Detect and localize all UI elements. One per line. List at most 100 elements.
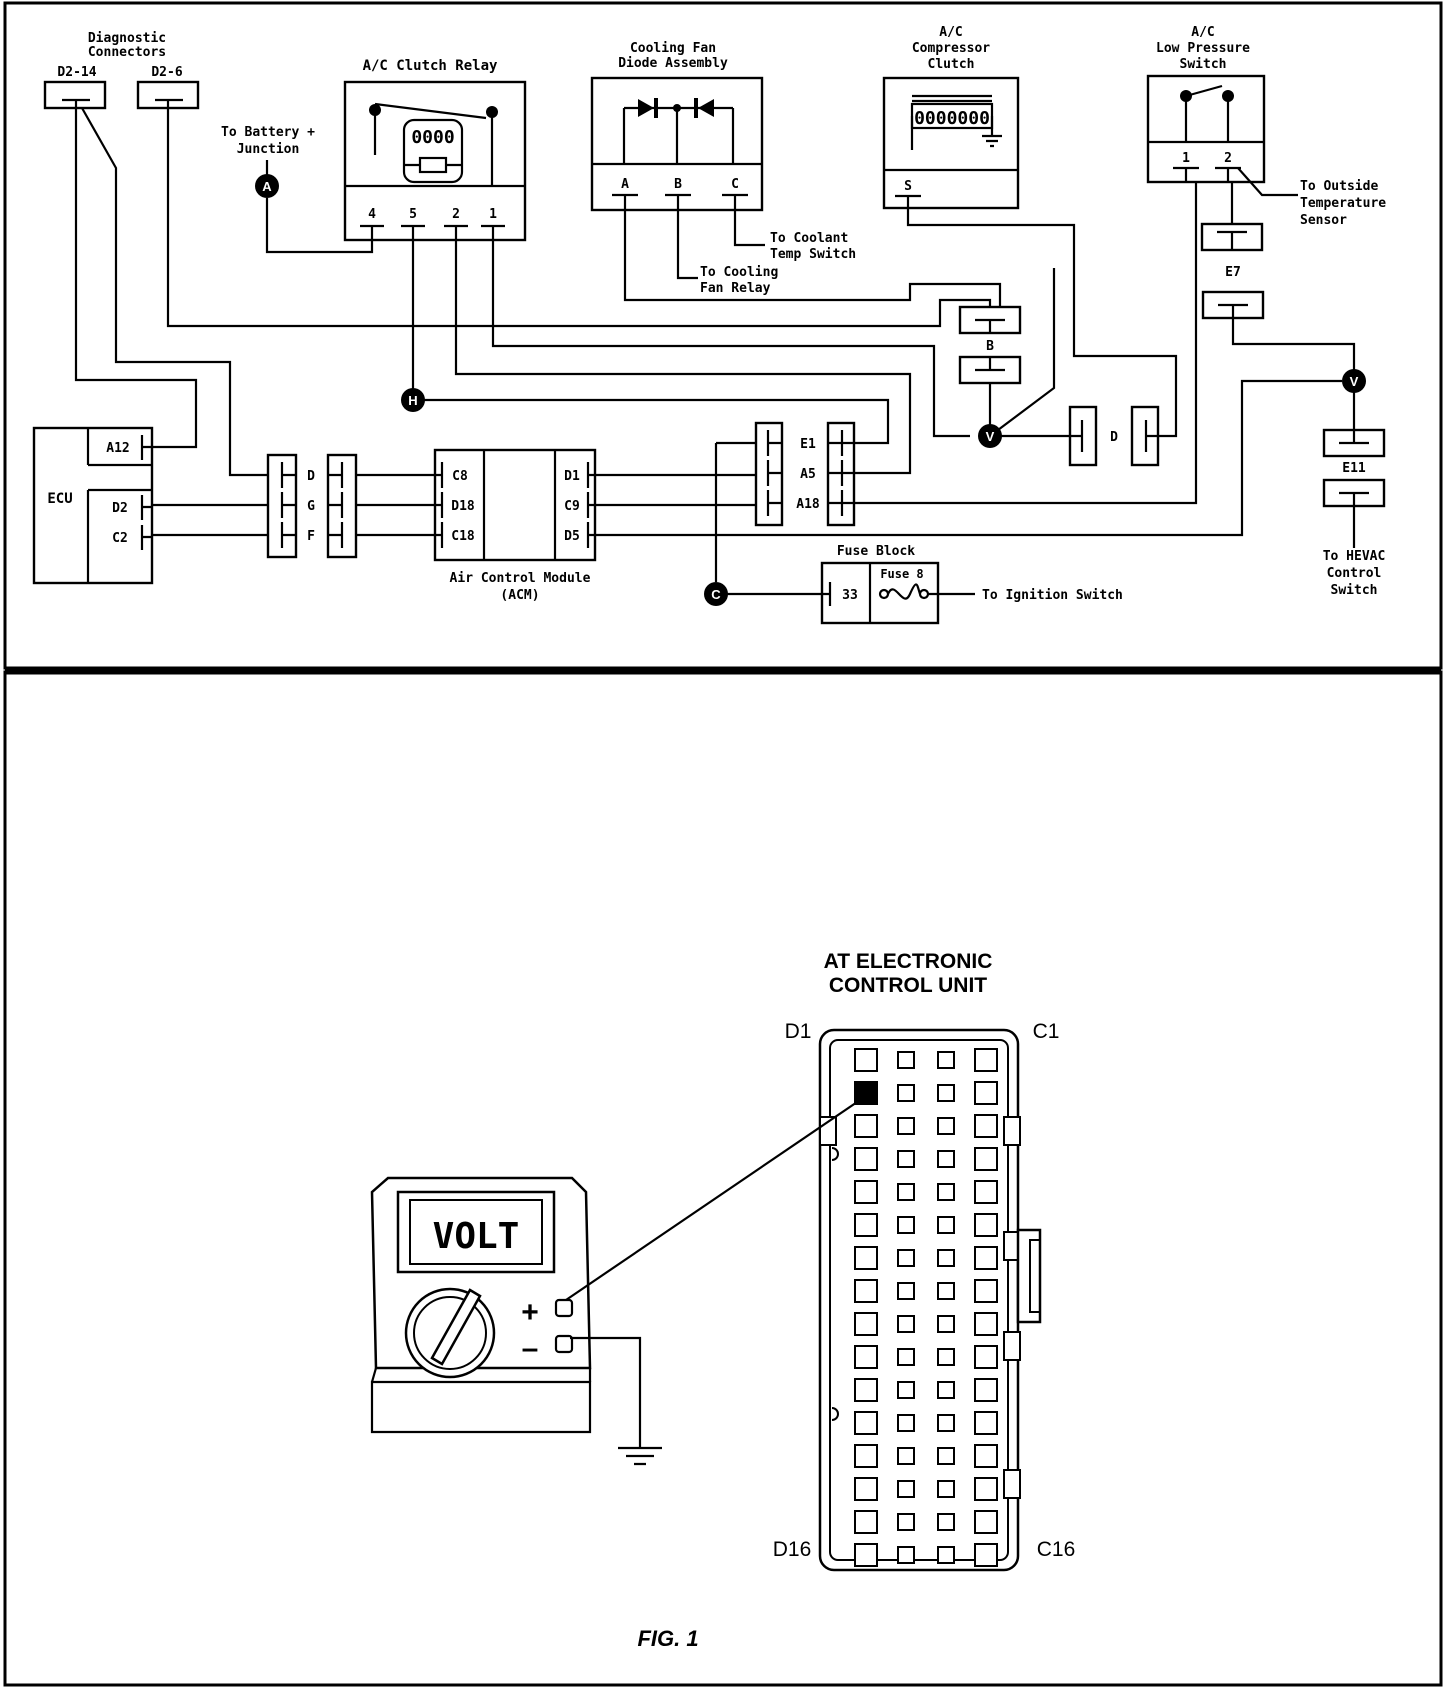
svg-text:C: C xyxy=(711,587,721,602)
diode-title-1: Cooling Fan xyxy=(630,41,716,56)
connector-pin xyxy=(854,1411,878,1435)
acm-pin-d1: D1 xyxy=(564,469,580,484)
connector-pin xyxy=(897,1216,915,1234)
acm-name-2: (ACM) xyxy=(500,588,539,603)
compressor-title-3: Clutch xyxy=(928,57,975,72)
connector-pin xyxy=(937,1348,955,1366)
to-fan-relay-line1: To Cooling xyxy=(700,265,778,280)
fuse-block-pin-33: 33 xyxy=(842,588,858,603)
relay-pin-5: 5 xyxy=(409,207,417,222)
lp-switch-title-2: Low Pressure xyxy=(1156,41,1250,56)
lp-switch-pin-1: 1 xyxy=(1182,151,1190,166)
ecu: ECU A12 D2 C2 xyxy=(32,426,154,585)
diagnostic-connectors: Diagnostic Connectors D2-14 D2-6 xyxy=(43,31,200,110)
connector-b-label: B xyxy=(986,339,994,354)
splice-v-right: V xyxy=(1342,369,1366,393)
corner-d16: D16 xyxy=(773,1538,812,1561)
voltmeter: VOLT + – xyxy=(370,1176,592,1434)
cooling-fan-diode-assembly: Cooling Fan Diode Assembly A B C xyxy=(590,41,764,212)
plus-jack xyxy=(554,1298,574,1318)
inline-pin-f: F xyxy=(307,529,315,544)
bottom-panel-frame xyxy=(3,670,1443,1687)
connector-pin xyxy=(974,1081,998,1105)
connector-pin xyxy=(854,1147,878,1171)
to-battery-line1: To Battery + xyxy=(221,125,315,140)
connector-pin xyxy=(854,1510,878,1534)
connector-pin xyxy=(974,1147,998,1171)
corner-d1: D1 xyxy=(785,1020,812,1043)
ecu-pin-c2: C2 xyxy=(112,531,128,546)
diag-d2-14-label: D2-14 xyxy=(57,65,96,80)
connector-pin xyxy=(854,1048,878,1072)
connector-pin-grid xyxy=(854,1048,998,1567)
inline-connector-dgf: D G F xyxy=(266,453,358,559)
connector-pin xyxy=(974,1510,998,1534)
ecu-pin-d2: D2 xyxy=(112,501,128,516)
connector-pin xyxy=(937,1315,955,1333)
connector-pin xyxy=(974,1213,998,1237)
connector-pin xyxy=(854,1345,878,1369)
connector-pin xyxy=(974,1114,998,1138)
meter-minus-label: – xyxy=(522,1332,539,1365)
to-coolant-line1: To Coolant xyxy=(770,231,848,246)
connector-pin xyxy=(937,1546,955,1564)
connector-pin xyxy=(974,1180,998,1204)
connector-pin xyxy=(854,1246,878,1270)
svg-text:0000: 0000 xyxy=(411,127,454,148)
connector-pin xyxy=(897,1249,915,1267)
connector-pin xyxy=(854,1180,878,1204)
splice-c: C xyxy=(704,582,728,606)
inline-pin-g: G xyxy=(307,499,315,514)
connector-e11: E11 xyxy=(1322,428,1386,508)
connector-pin xyxy=(897,1150,915,1168)
to-hevac-line3: Switch xyxy=(1331,583,1378,598)
diode-pin-c: C xyxy=(731,177,739,192)
connector-pin xyxy=(974,1477,998,1501)
connector-pin xyxy=(937,1480,955,1498)
meter-dial-knob xyxy=(430,1288,482,1366)
acm-pin-c18: C18 xyxy=(451,529,475,544)
inline-connector-e1-a5-a18: E1 A5 A18 xyxy=(754,421,856,527)
figure-caption: FIG. 1 xyxy=(637,1626,698,1651)
lp-switch-title-1: A/C xyxy=(1191,25,1214,40)
connector-pin xyxy=(897,1546,915,1564)
diode-title-2: Diode Assembly xyxy=(618,56,728,71)
connector-pin xyxy=(897,1513,915,1531)
air-control-module: C8 D18 C18 D1 C9 D5 Air Control Module (… xyxy=(433,448,597,603)
connector-pin xyxy=(854,1213,878,1237)
connector-pin xyxy=(897,1348,915,1366)
connector-pin xyxy=(974,1378,998,1402)
connector-pin xyxy=(937,1084,955,1102)
to-fan-relay-line2: Fan Relay xyxy=(700,281,771,296)
connector-pin xyxy=(854,1378,878,1402)
to-hevac-line2: Control xyxy=(1327,566,1382,581)
inline-pin-a5: A5 xyxy=(800,467,816,482)
connector-pin xyxy=(897,1447,915,1465)
connector-pin xyxy=(974,1279,998,1303)
connector-pin xyxy=(897,1414,915,1432)
connector-pin xyxy=(937,1051,955,1069)
ecu-connector-title-1: AT ELECTRONIC xyxy=(824,950,993,973)
ecu-label: ECU xyxy=(47,491,72,507)
connector-d-label: D xyxy=(1110,430,1118,445)
ac-clutch-relay: A/C Clutch Relay 0000 4 5 2 1 xyxy=(343,58,527,242)
relay-title: A/C Clutch Relay xyxy=(363,58,498,74)
wiring-lines xyxy=(74,107,1356,596)
connector-pin xyxy=(897,1282,915,1300)
to-outside-line3: Sensor xyxy=(1300,213,1347,228)
connector-pin xyxy=(854,1543,878,1567)
to-hevac-line1: To HEVAC xyxy=(1323,549,1386,564)
relay-pin-4: 4 xyxy=(368,207,376,222)
lp-switch-title-3: Switch xyxy=(1180,57,1227,72)
positive-lead xyxy=(565,1095,867,1301)
connector-pin xyxy=(937,1216,955,1234)
connector-pin xyxy=(974,1543,998,1567)
compressor-body xyxy=(882,76,1020,210)
diag-title-1: Diagnostic xyxy=(88,31,166,46)
connector-b: B xyxy=(958,305,1022,385)
connector-pin xyxy=(937,1282,955,1300)
connector-pin xyxy=(974,1444,998,1468)
connector-pin xyxy=(897,1117,915,1135)
connector-pin xyxy=(937,1183,955,1201)
